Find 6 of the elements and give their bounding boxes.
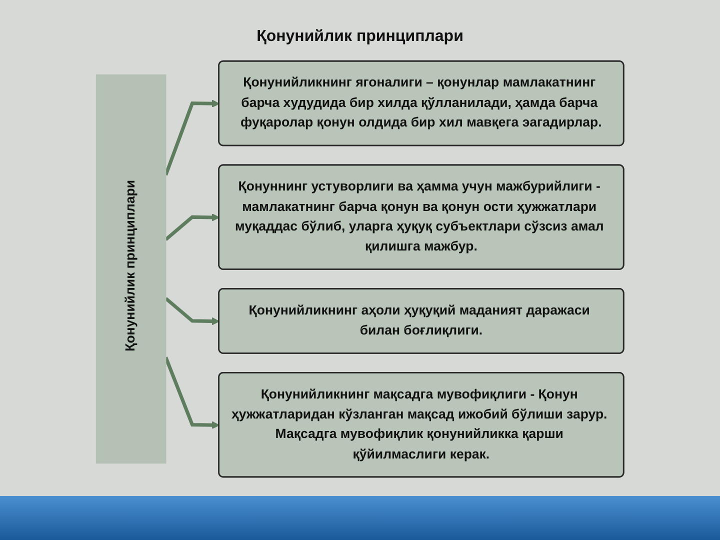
arrow: [164, 297, 220, 326]
arrow: [164, 100, 220, 176]
node-box: Қонунийлик принциплари: [96, 74, 166, 464]
diagram-title: Қонунийлик принциплари: [256, 28, 464, 46]
arrow: [164, 214, 220, 241]
arrow: [164, 356, 220, 429]
